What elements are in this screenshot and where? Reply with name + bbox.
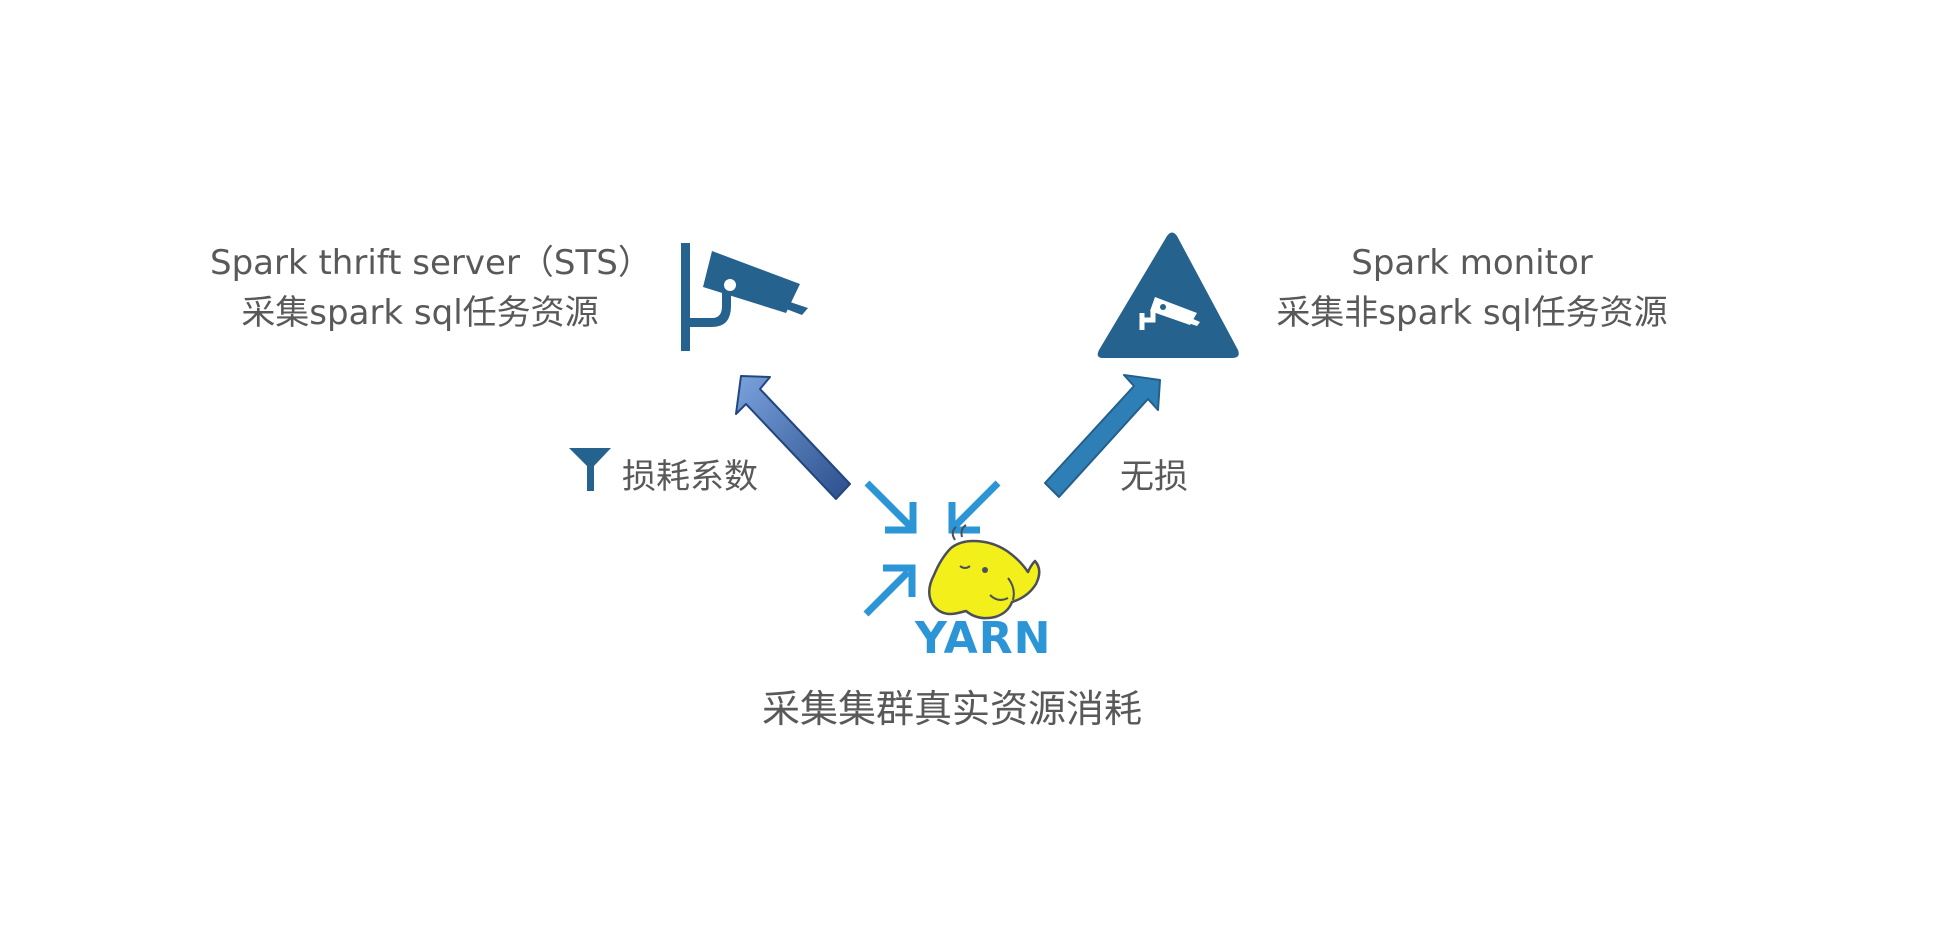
yarn-caption: 采集集群真实资源消耗: [762, 687, 1143, 731]
wall-camera-icon: [681, 243, 808, 351]
loss-coefficient-label: 损耗系数: [622, 457, 758, 497]
converge-arrows-icon: [863, 480, 1001, 617]
yarn-logo-text: YARN: [915, 613, 1052, 664]
lossless-label: 无损: [1120, 457, 1188, 497]
arrow-to-monitor: [1044, 374, 1161, 498]
monitor-title: Spark monitor: [1351, 243, 1593, 283]
hadoop-elephant-icon: [928, 524, 1041, 620]
monitor-subtitle: 采集非spark sql任务资源: [1276, 293, 1668, 333]
camera-warning-triangle-icon: [1097, 232, 1239, 358]
sts-title: Spark thrift server（STS）: [210, 243, 652, 283]
arrow-to-sts: [735, 375, 851, 500]
sts-subtitle: 采集spark sql任务资源: [241, 293, 599, 333]
filter-funnel-icon: [569, 448, 611, 491]
